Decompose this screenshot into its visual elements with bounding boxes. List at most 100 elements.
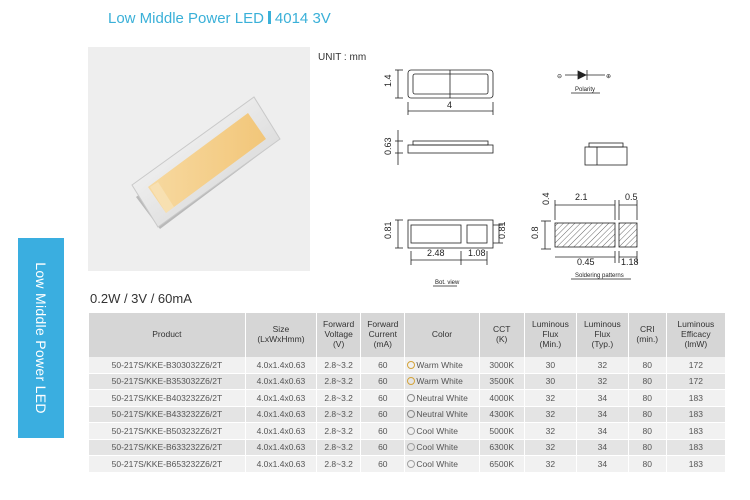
title-left: Low Middle Power LED [108, 10, 264, 27]
cell-color: Neutral White [404, 406, 480, 423]
cell-product: 50-217S/KKE-B503232Z6/2T [88, 422, 246, 440]
dim-solder-b: 1.18 [621, 257, 639, 267]
cell-voltage: 2.8~3.2 [316, 439, 361, 456]
color-dot-icon [407, 426, 416, 435]
cell-color: Warm White [404, 373, 480, 390]
cell-current: 60 [360, 373, 405, 390]
cell-efficacy: 172 [665, 357, 725, 374]
cell-color: Cool White [404, 422, 480, 440]
cell-cct: 4300K [478, 406, 525, 423]
column-header: Color [404, 313, 480, 357]
color-dot-icon [407, 410, 416, 419]
cell-current: 60 [360, 389, 405, 407]
cell-size: 4.0x1.4x0.63 [244, 357, 317, 374]
minus-icon: ⊖ [557, 74, 562, 80]
dim-bot-c: 0.81 [497, 221, 507, 239]
color-dot-icon [407, 360, 416, 369]
cell-efficacy: 172 [665, 373, 725, 390]
side-tab-label: Low Middle Power LED [33, 262, 49, 414]
column-header: Size(LxWxHmm) [244, 313, 317, 357]
cell-efficacy: 183 [665, 406, 725, 423]
cell-product: 50-217S/KKE-B403232Z6/2T [88, 389, 246, 407]
cell-size: 4.0x1.4x0.63 [244, 422, 317, 440]
color-label: Warm White [416, 376, 463, 387]
cell-voltage: 2.8~3.2 [316, 455, 361, 473]
cell-voltage: 2.8~3.2 [316, 389, 361, 407]
dim-bot-side: 0.81 [383, 221, 393, 239]
cell-cct: 5000K [478, 422, 525, 440]
plus-icon: ⊕ [606, 74, 611, 80]
cell-cct: 4000K [478, 389, 525, 407]
color-dot-icon [407, 443, 416, 452]
cell-flux-typ: 32 [575, 357, 629, 374]
cell-product: 50-217S/KKE-B353032Z6/2T [88, 373, 246, 390]
led-image [131, 96, 281, 229]
cell-color: Warm White [404, 357, 480, 374]
dim-pad-w: 2.1 [575, 192, 588, 202]
cell-voltage: 2.8~3.2 [316, 422, 361, 440]
side-tab: Low Middle Power LED [18, 238, 64, 438]
cell-cri: 80 [627, 455, 667, 473]
cell-flux-min: 32 [523, 389, 577, 407]
cell-size: 4.0x1.4x0.63 [244, 439, 317, 456]
cell-cct: 3000K [478, 357, 525, 374]
cell-product: 50-217S/KKE-B633232Z6/2T [88, 439, 246, 456]
soldering-label: Soldering patterns [575, 273, 624, 279]
color-dot-icon [407, 459, 416, 468]
cell-size: 4.0x1.4x0.63 [244, 406, 317, 423]
polarity-label: Polarity [575, 87, 595, 93]
spec-subtitle: 0.2W / 3V / 60mA [90, 291, 192, 306]
cell-flux-typ: 34 [575, 455, 629, 473]
color-label: Neutral White [416, 392, 468, 403]
dim-pad-gap: 0.5 [625, 192, 638, 202]
cell-cri: 80 [627, 357, 667, 374]
cell-cri: 80 [627, 373, 667, 390]
column-header: Product [88, 313, 246, 357]
dim-length: 4 [447, 100, 452, 110]
dim-pad-h: 0.4 [541, 192, 551, 205]
cell-flux-typ: 34 [575, 422, 629, 440]
cell-flux-min: 32 [523, 406, 577, 423]
cell-flux-typ: 32 [575, 373, 629, 390]
cell-flux-min: 30 [523, 373, 577, 390]
color-dot-icon [407, 393, 416, 402]
cell-size: 4.0x1.4x0.63 [244, 455, 317, 473]
cell-efficacy: 183 [665, 455, 725, 473]
dim-pad-side: 0.8 [530, 226, 540, 239]
cell-flux-min: 32 [523, 422, 577, 440]
dim-height-top: 1.4 [383, 74, 393, 87]
color-label: Cool White [416, 442, 458, 453]
cell-color: Cool White [404, 439, 480, 456]
cell-size: 4.0x1.4x0.63 [244, 373, 317, 390]
cell-voltage: 2.8~3.2 [316, 357, 361, 374]
cell-flux-typ: 34 [575, 389, 629, 407]
led-photo [88, 47, 310, 271]
cell-product: 50-217S/KKE-B433232Z6/2T [88, 406, 246, 423]
color-label: Warm White [416, 359, 463, 370]
cell-cri: 80 [627, 406, 667, 423]
cell-current: 60 [360, 422, 405, 440]
cell-current: 60 [360, 439, 405, 456]
dimension-drawing: 1.4 4 0.63 0.81 2.48 1.08 0.81 2.1 0.5 0… [375, 55, 660, 290]
dim-bot-a: 2.48 [427, 248, 445, 258]
cell-cri: 80 [627, 389, 667, 407]
cell-cct: 6300K [478, 439, 525, 456]
cell-efficacy: 183 [665, 389, 725, 407]
cell-efficacy: 183 [665, 439, 725, 456]
cell-flux-min: 30 [523, 357, 577, 374]
unit-label: UNIT : mm [318, 52, 367, 63]
cell-current: 60 [360, 455, 405, 473]
dim-solder-a: 0.45 [577, 257, 595, 267]
cell-cct: 6500K [478, 455, 525, 473]
